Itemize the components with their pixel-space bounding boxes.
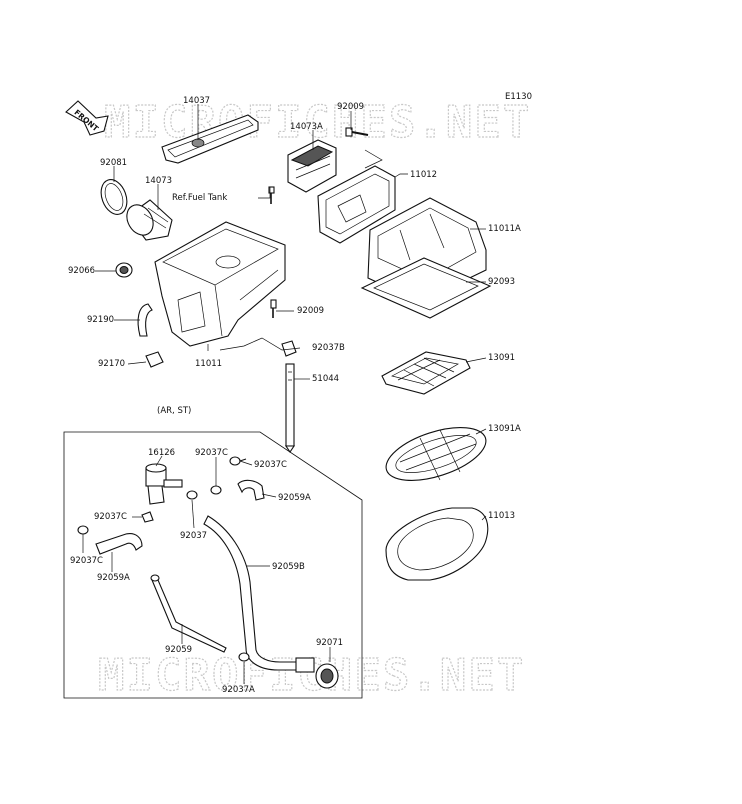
label-92037C-b: 92037C [254,460,287,470]
part-92059-hose [150,574,227,653]
part-13091-filter-frame [381,351,471,395]
part-92081-clamp [100,179,128,215]
label-92071: 92071 [316,638,343,648]
part-51044-drain-pin [284,363,296,453]
label-51044: 51044 [312,374,339,384]
front-arrow-icon: FRONT [65,100,109,136]
label-92009-top: 92009 [337,102,364,112]
part-92059B-hose [203,515,315,673]
diagram-code: E1130 [505,92,532,102]
leader-lines [82,104,487,684]
part-92009-bolt-bottom [268,186,277,318]
part-11013-filter [385,507,489,581]
part-92037C-clamp-c [141,511,154,523]
watermark-top: MICROFICHES.NET [104,97,531,148]
label-11012: 11012 [410,170,437,180]
part-14037-gasket [161,114,259,164]
part-16126-valve [145,463,183,505]
part-92037C-clamp-a [229,456,247,466]
label-92093: 92093 [488,277,515,287]
label-92059A-right: 92059A [278,493,311,503]
label-ref-fuel-tank: Ref.Fuel Tank [172,193,227,203]
label-92037C-c: 92037C [94,512,127,522]
group-outline [63,431,363,699]
label-92009-bottom: 92009 [297,306,324,316]
label-92059: 92059 [165,645,192,655]
part-92093-seal [360,257,492,319]
part-92190-hose [137,303,153,337]
part-14073-duct [126,199,173,241]
label-92066: 92066 [68,266,95,276]
part-92037C-clamp-d [77,525,89,535]
part-14073A-cover [287,139,337,193]
label-14073A: 14073A [290,122,323,132]
part-13091A-filter [385,427,487,481]
part-92037C-clamp-b [210,485,222,495]
part-92066-grommet [115,262,133,278]
part-92059A-hose-right [237,479,265,501]
label-92037A: 92037A [222,685,255,695]
label-92170: 92170 [98,359,125,369]
label-11011A: 11011A [488,224,521,234]
part-92037B-clamp [281,340,297,357]
label-92059A-left: 92059A [97,573,130,583]
label-92037C-a: 92037C [195,448,228,458]
part-11011-airbox [154,221,286,347]
part-92037A-clamp [238,652,250,662]
label-14073: 14073 [145,176,172,186]
label-13091A: 13091A [488,424,521,434]
part-92170-clip [145,351,164,368]
group-label: (AR, ST) [157,406,191,416]
label-11013: 11013 [488,511,515,521]
part-92009-bolt-top [345,127,369,137]
label-92190: 92190 [87,315,114,325]
part-92071-cap [315,663,339,689]
label-11011: 11011 [195,359,222,369]
label-92037C-d: 92037C [70,556,103,566]
label-16126: 16126 [148,448,175,458]
label-92037: 92037 [180,531,207,541]
part-92037-clamp [186,490,198,500]
label-92059B: 92059B [272,562,305,572]
part-11012-housing [317,165,396,244]
label-92081: 92081 [100,158,127,168]
part-92059A-hose-left [95,533,143,555]
label-92037B: 92037B [312,343,345,353]
label-13091: 13091 [488,353,515,363]
label-14037: 14037 [183,96,210,106]
